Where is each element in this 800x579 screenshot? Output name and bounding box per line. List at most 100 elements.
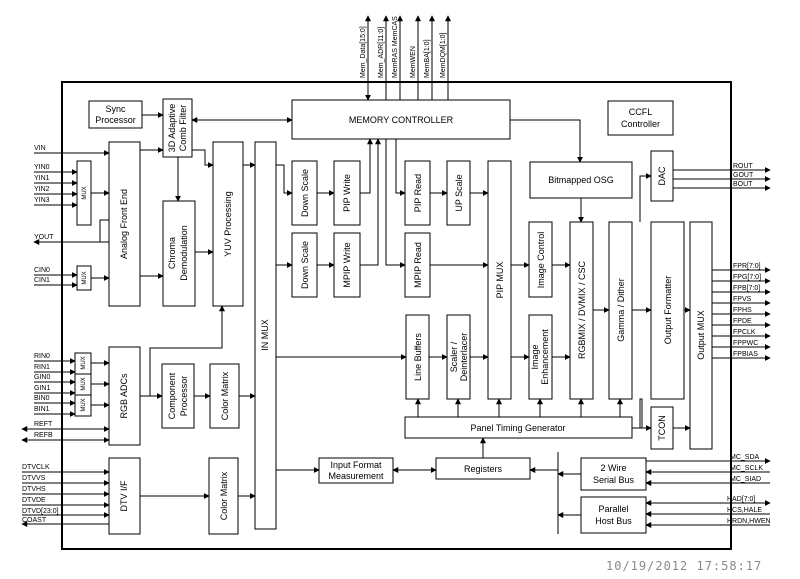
scaler-label-1: Scaler / bbox=[449, 341, 459, 372]
comb-filter-block: 3D Adaptive Comb Filter bbox=[162, 98, 193, 158]
dtvvs-label: DTVVS bbox=[22, 475, 46, 482]
mem-signal-2: MemRAS MemCAS bbox=[392, 16, 399, 78]
output-formatter-block: Output Formatter bbox=[650, 221, 685, 400]
fpg-label: FPG[7:0] bbox=[733, 274, 761, 281]
internal-wiring bbox=[99, 112, 691, 534]
component-processor-block: Component Processor bbox=[161, 363, 195, 429]
ccfl-label-1: CCFL bbox=[629, 107, 653, 117]
down-scale-2-block: Down Scale bbox=[291, 232, 318, 298]
image-enhancement-block: Image Enhancement bbox=[528, 314, 553, 400]
mc-sda-label: MC_SDA bbox=[730, 454, 760, 461]
fpvs-label: FPVS bbox=[733, 296, 752, 303]
sync-processor-block: Sync Processor bbox=[88, 100, 143, 129]
down-scale-2-label: Down Scale bbox=[300, 241, 310, 289]
yin2-label: YIN2 bbox=[34, 186, 50, 193]
sync-processor-label-2: Processor bbox=[95, 115, 136, 125]
yin1-label: YIN1 bbox=[34, 175, 50, 182]
input-format-label-1: Input Format bbox=[330, 460, 382, 470]
parallel-host-label-1: Parallel bbox=[598, 504, 628, 514]
mux-cin-label: MUX bbox=[82, 271, 88, 284]
vin-label: VIN bbox=[34, 145, 46, 152]
chroma-demodulation-block: Chroma Demodulation bbox=[162, 200, 196, 307]
rin0-label: RIN0 bbox=[34, 353, 50, 360]
mem-signal-0: Mem_Data[15:0] bbox=[360, 26, 367, 78]
gamma-dither-block: Gamma / Dither bbox=[608, 221, 633, 400]
output-mux-label: Output MUX bbox=[696, 310, 706, 360]
input-format-label-2: Measurement bbox=[328, 471, 384, 481]
yuv-processing-block: YUV Processing bbox=[212, 141, 244, 307]
hcs-hale-label: HCS,HALE bbox=[727, 507, 762, 514]
cin0-label: CIN0 bbox=[34, 267, 50, 274]
component-label-1: Component bbox=[167, 372, 177, 419]
bin1-label: BIN1 bbox=[34, 406, 50, 413]
refb-label: REFB bbox=[34, 432, 53, 439]
memory-controller-label: MEMORY CONTROLLER bbox=[349, 115, 454, 125]
component-label-2: Processor bbox=[179, 376, 189, 417]
chroma-label-1: Chroma bbox=[167, 237, 177, 269]
mpip-read-block: MPIP Read bbox=[404, 232, 431, 298]
up-scale-label: UP Scale bbox=[454, 174, 464, 211]
analog-front-end-label: Analog Front End bbox=[119, 189, 129, 259]
dtv-if-block: DTV I/F bbox=[108, 457, 141, 535]
mux-g-block: MUX bbox=[74, 373, 92, 396]
gin0-label: GIN0 bbox=[34, 374, 50, 381]
mux-r-label: MUX bbox=[81, 356, 87, 369]
pip-mux-block: PIP MUX bbox=[487, 160, 512, 400]
coast-label: COAST bbox=[22, 517, 47, 524]
fphs-label: FPHS bbox=[733, 307, 752, 314]
rout-label: ROUT bbox=[733, 163, 754, 170]
registers-block: Registers bbox=[435, 457, 531, 480]
fpde-label: FPDE bbox=[733, 318, 752, 325]
parallel-host-label-2: Host Bus bbox=[595, 516, 632, 526]
dtvhs-label: DTVHS bbox=[22, 486, 46, 493]
pip-read-block: PIP Read bbox=[404, 160, 431, 226]
color-matrix-1-block: Color Matrix bbox=[209, 363, 240, 429]
ccfl-controller-block: CCFL Controller bbox=[607, 100, 674, 136]
left-input-signals: VIN YIN0 YIN1 YIN2 YIN3 YOUT CIN0 CIN1 R… bbox=[21, 145, 110, 527]
up-scale-block: UP Scale bbox=[446, 160, 471, 226]
rgbmix-block: RGBMIX / DVMIX / CSC bbox=[569, 221, 594, 400]
rgb-adcs-label: RGB ADCs bbox=[119, 373, 129, 419]
mux-g-label: MUX bbox=[81, 377, 87, 390]
bout-label: BOUT bbox=[733, 181, 753, 188]
scaler-block: Scaler / Deinterlacer bbox=[446, 314, 471, 400]
output-formatter-label: Output Formatter bbox=[663, 276, 673, 345]
fppwc-label: FPPWC bbox=[733, 340, 758, 347]
mux-r-block: MUX bbox=[74, 352, 92, 375]
mem-signal-4: MemBA[1:0] bbox=[424, 39, 431, 78]
gamma-dither-label: Gamma / Dither bbox=[616, 278, 626, 342]
scaler-label-2: Deinterlacer bbox=[459, 333, 469, 382]
mc-sclk-label: MC_SCLK bbox=[730, 465, 763, 472]
gin1-label: GIN1 bbox=[34, 385, 50, 392]
right-output-signals: ROUT GOUT BOUT FPR[7:0] FPG[7:0] FPB[7:0… bbox=[645, 163, 771, 528]
yin0-label: YIN0 bbox=[34, 164, 50, 171]
fpb-label: FPB[7:0] bbox=[733, 285, 760, 292]
in-mux-label: IN MUX bbox=[260, 319, 270, 351]
timestamp: 10/19/2012 17:58:17 bbox=[606, 559, 762, 573]
mpip-write-label: MPIP Write bbox=[342, 242, 352, 287]
input-format-measurement-block: Input Format Measurement bbox=[318, 457, 394, 484]
yout-label: YOUT bbox=[34, 234, 54, 241]
mux-cin-block: MUX bbox=[76, 265, 92, 291]
dtvd-label: DTVD[23:0] bbox=[22, 508, 59, 515]
mem-signal-1: Mem_ADR[11:0] bbox=[378, 27, 385, 78]
down-scale-1-label: Down Scale bbox=[300, 169, 310, 217]
mem-signal-5: MemDQM[1:0] bbox=[440, 32, 447, 78]
panel-timing-generator-block: Panel Timing Generator bbox=[404, 416, 633, 439]
mux-b-block: MUX bbox=[74, 394, 92, 417]
image-enhancement-label-1: Image bbox=[530, 344, 540, 369]
had-label: HAD[7:0] bbox=[727, 496, 755, 503]
rin1-label: RIN1 bbox=[34, 364, 50, 371]
pip-read-label: PIP Read bbox=[413, 174, 423, 212]
dac-label: DAC bbox=[657, 166, 667, 186]
comb-filter-label-1: 3D Adaptive bbox=[167, 104, 177, 153]
image-control-block: Image Control bbox=[528, 221, 553, 298]
fpr-label: FPR[7:0] bbox=[733, 263, 761, 270]
memory-bus-signals: Mem_Data[15:0] Mem_ADR[11:0] MemRAS MemC… bbox=[360, 15, 451, 101]
pip-mux-label: PIP MUX bbox=[495, 262, 505, 299]
pip-write-label: PIP Write bbox=[342, 174, 352, 212]
output-mux-block: Output MUX bbox=[689, 221, 713, 450]
rgbmix-label: RGBMIX / DVMIX / CSC bbox=[577, 260, 587, 359]
analog-front-end-block: Analog Front End bbox=[108, 141, 141, 307]
dtvde-label: DTVDE bbox=[22, 497, 46, 504]
